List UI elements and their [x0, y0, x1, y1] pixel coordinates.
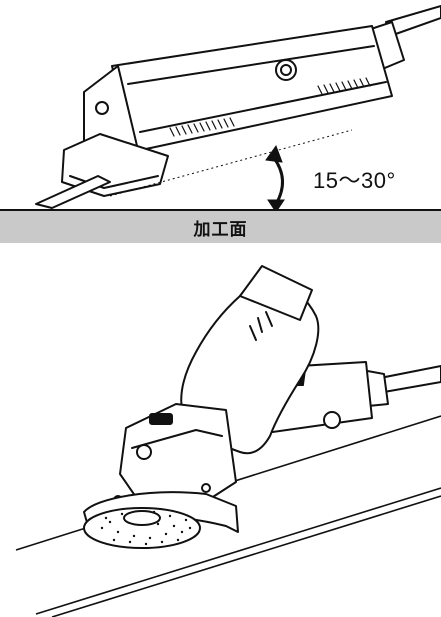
gear-head-bottom [119, 403, 237, 505]
spindle-lock-button [95, 101, 109, 115]
housing-rib-lower [139, 81, 387, 133]
vent-grille-lower [169, 117, 235, 137]
gear-screw-1 [201, 483, 211, 493]
angle-label: 15〜30° [313, 168, 396, 193]
guard-rim [69, 175, 159, 189]
wheel-hub [123, 510, 161, 526]
gear-head-face [131, 429, 223, 449]
switch-knob-inner [280, 64, 292, 76]
housing-rib [127, 45, 375, 85]
vent-grille-rear [317, 77, 371, 95]
grinder-side-view [35, 5, 441, 209]
grinding-wheel [83, 507, 201, 549]
power-cord-bottom [379, 365, 441, 393]
grinder-with-hand [83, 265, 441, 549]
glove-cuff [239, 265, 313, 321]
side-switch [323, 411, 341, 429]
spindle-lock-bottom [136, 444, 152, 460]
angle-reference-line [109, 129, 353, 197]
gear-head-vent [149, 413, 173, 425]
work-surface-label: 加工面 [193, 219, 248, 239]
arrow-head-top-icon [265, 144, 283, 163]
arrow-head-bottom-icon [267, 199, 285, 213]
finger-line-1 [265, 311, 273, 327]
finger-line-2 [257, 317, 263, 333]
work-surface-bar: 加工面 [0, 209, 441, 243]
grinding-wheel-edge [35, 175, 111, 209]
angle-arrow [265, 144, 285, 213]
finger-line-3 [249, 325, 257, 341]
